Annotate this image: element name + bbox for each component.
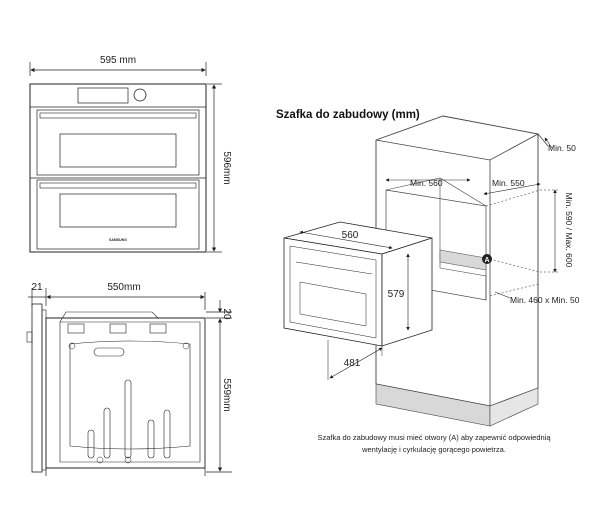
min-depth-label: Min. 550 [492, 178, 525, 188]
side-front-panel [31, 303, 43, 473]
note-line-2: wentylację i cyrkulację gorącego powietr… [361, 445, 506, 454]
brand-label: SAMSUNG [109, 238, 127, 242]
vent-marker-icon [482, 254, 492, 264]
oven-depth-label: 481 [344, 358, 361, 369]
control-knob-icon [133, 88, 147, 102]
oven-front-body [29, 83, 207, 253]
lower-window [59, 193, 177, 228]
upper-window [59, 133, 177, 168]
side-depth-label: 550mm [107, 282, 140, 293]
cabinet-plinth [375, 383, 491, 427]
oven-width-label: 560 [342, 230, 359, 241]
front-view: 595 mm SAMSUNG 596mm [29, 55, 232, 253]
front-width-label: 595 mm [100, 55, 136, 66]
min-width-label: Min. 560 [410, 178, 443, 188]
side-top-offset-label: 20 [221, 308, 232, 320]
side-view: 21 550mm 20 559m [26, 282, 232, 476]
front-height-label: 596mm [221, 151, 232, 184]
upper-door-handle [39, 112, 197, 119]
note-line-1: Szafka do zabudowy musi mieć otwory (A) … [317, 433, 551, 442]
lower-door-handle [39, 182, 197, 189]
control-display [77, 87, 129, 104]
min-top-label: Min. 50 [548, 143, 576, 153]
vent-size-label: Min. 460 x Min. 50 [510, 295, 580, 305]
vent-marker-label: A [484, 257, 489, 264]
cabinet-view: Szafka do zabudowy (mm) Min. 50 Min. 560… [276, 109, 580, 454]
height-range-label: Min. 590 / Max. 600 [564, 193, 574, 268]
front-thickness-label: 21 [31, 282, 43, 293]
cabinet-title: Szafka do zabudowy (mm) [276, 109, 420, 121]
oven-height-label: 579 [388, 289, 405, 300]
side-height-label: 559mm [221, 378, 232, 411]
